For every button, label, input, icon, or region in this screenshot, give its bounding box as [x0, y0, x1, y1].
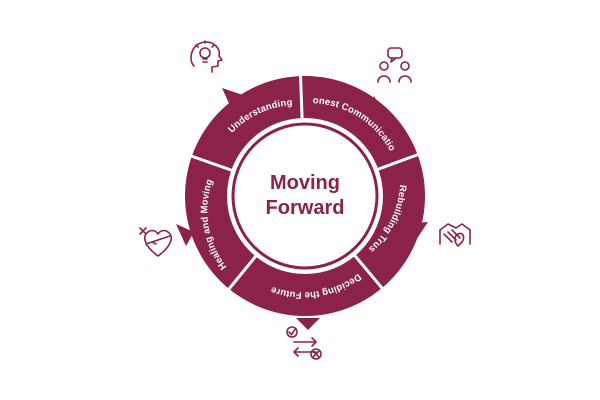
center-title-line2: Forward — [266, 197, 345, 219]
handshake-icon — [439, 223, 471, 247]
segment-pointer-healing-and-moving — [176, 224, 194, 246]
people-chat-icon — [377, 47, 412, 83]
head-lightbulb-icon — [190, 40, 223, 73]
bandaged-heart-icon — [139, 227, 172, 257]
inner-ring-line — [231, 122, 379, 270]
center-disc — [239, 130, 371, 262]
segment-pointer-deciding-the-future — [296, 318, 320, 330]
segment-pointer-understanding — [222, 88, 252, 110]
segment-pointer-honest-communication — [364, 96, 388, 120]
segment-pointer-rebuilding-trust — [404, 222, 428, 246]
check-cross-arrows-icon — [286, 326, 322, 360]
center-title-line1: Moving — [270, 172, 340, 194]
